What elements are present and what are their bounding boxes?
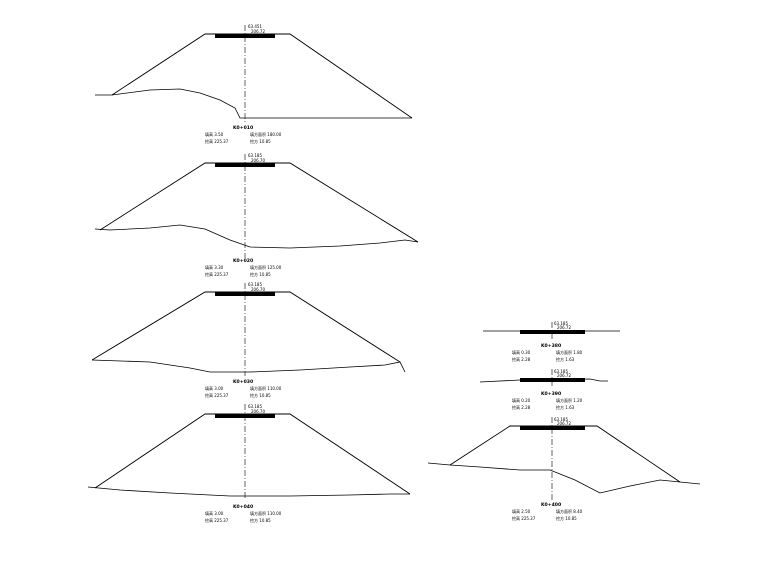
design-elevation-sub: 206.72: [557, 325, 571, 330]
design-elevation: 63.185: [248, 153, 262, 158]
cross-section-3: 63.185 206.70 K0+030 填高 3.00 填方面积 110.00…: [91, 282, 406, 398]
design-elevation: 63.185: [248, 404, 262, 409]
info-2: 填方面积 110.00: [250, 385, 282, 391]
ground-line: [87, 486, 410, 497]
info-2: 填方面积 8.40: [556, 508, 583, 514]
info-2: 填方面积 110.00: [250, 510, 282, 516]
station-label: K0+400: [541, 502, 561, 508]
cross-section-7: 63.185 206.72 K0+400 填高 2.50 填方面积 8.40 挖…: [427, 417, 701, 521]
info-4: 挖方 10.85: [250, 517, 271, 523]
cross-section-1: 63.451 206.72 K0+010 填高 3.50 填方面积 180.00…: [95, 24, 413, 144]
info-1: 填高 3.50: [205, 131, 224, 137]
design-elevation-sub: 206.70: [251, 158, 265, 163]
cross-section-2: 63.185 206.70 K0+020 填高 3.30 填方面积 125.00…: [94, 153, 419, 277]
embankment-outline: [111, 33, 413, 119]
info-4: 挖方 1.63: [556, 356, 575, 362]
info-1: 填高 3.30: [205, 264, 224, 270]
info-1: 填高 3.00: [205, 385, 224, 391]
info-4: 挖方 10.85: [556, 515, 577, 521]
design-elevation-sub: 206.70: [251, 409, 265, 414]
info-4: 挖方 10.85: [250, 271, 271, 277]
info-3: 挖高 225.37: [205, 392, 229, 398]
info-3: 挖高 225.37: [512, 515, 536, 521]
design-elevation: 63.185: [248, 282, 262, 287]
info-4: 挖方 1.63: [556, 404, 575, 410]
ground-line: [91, 359, 406, 373]
info-3: 挖高 2.28: [512, 404, 531, 410]
info-2: 填方面积 1.20: [556, 397, 583, 403]
station-label: K0+380: [541, 343, 561, 349]
info-2: 填方面积 180.00: [250, 131, 282, 137]
design-elevation-sub: 206.70: [251, 287, 265, 292]
ground-line: [95, 88, 412, 119]
embankment-outline: [99, 162, 419, 243]
info-3: 挖高 225.37: [205, 138, 229, 144]
info-3: 挖高 2.28: [512, 356, 531, 362]
info-4: 挖方 10.85: [250, 138, 271, 144]
info-1: 填高 0.20: [512, 397, 531, 403]
ground-line: [94, 224, 419, 249]
station-label: K0+390: [541, 391, 561, 397]
design-elevation-sub: 206.72: [251, 29, 265, 34]
embankment-outline: [91, 291, 401, 363]
cross-section-5: 63.185 206.72 K0+380 填高 0.30 填方面积 1.80 挖…: [483, 321, 620, 362]
info-1: 填高 3.00: [205, 510, 224, 516]
design-elevation: 63.451: [248, 24, 262, 29]
ground-line: [479, 378, 608, 383]
info-1: 填高 0.30: [512, 349, 531, 355]
design-elevation: 63.185: [554, 417, 568, 422]
station-label: K0+010: [233, 125, 253, 131]
design-elevation: 63.185: [554, 321, 568, 326]
embankment-outline: [94, 413, 411, 495]
info-3: 挖高 225.37: [205, 517, 229, 523]
info-4: 挖方 10.85: [250, 392, 271, 398]
cross-section-4: 63.185 206.70 K0+040 填高 3.00 填方面积 110.00…: [87, 404, 411, 523]
info-2: 填方面积 1.80: [556, 349, 583, 355]
design-elevation-sub: 206.72: [557, 373, 571, 378]
station-label: K0+020: [233, 258, 253, 264]
ground-line: [427, 462, 701, 494]
design-elevation: 63.185: [554, 369, 568, 374]
station-label: K0+040: [233, 504, 253, 510]
station-label: K0+030: [233, 379, 253, 385]
info-3: 挖高 225.37: [205, 271, 229, 277]
embankment-outline: [449, 425, 681, 483]
info-2: 填方面积 125.00: [250, 264, 282, 270]
info-1: 填高 2.50: [512, 508, 531, 514]
design-elevation-sub: 206.72: [557, 421, 571, 426]
cross-section-6: 63.185 206.72 K0+390 填高 0.20 填方面积 1.20 挖…: [479, 369, 608, 410]
